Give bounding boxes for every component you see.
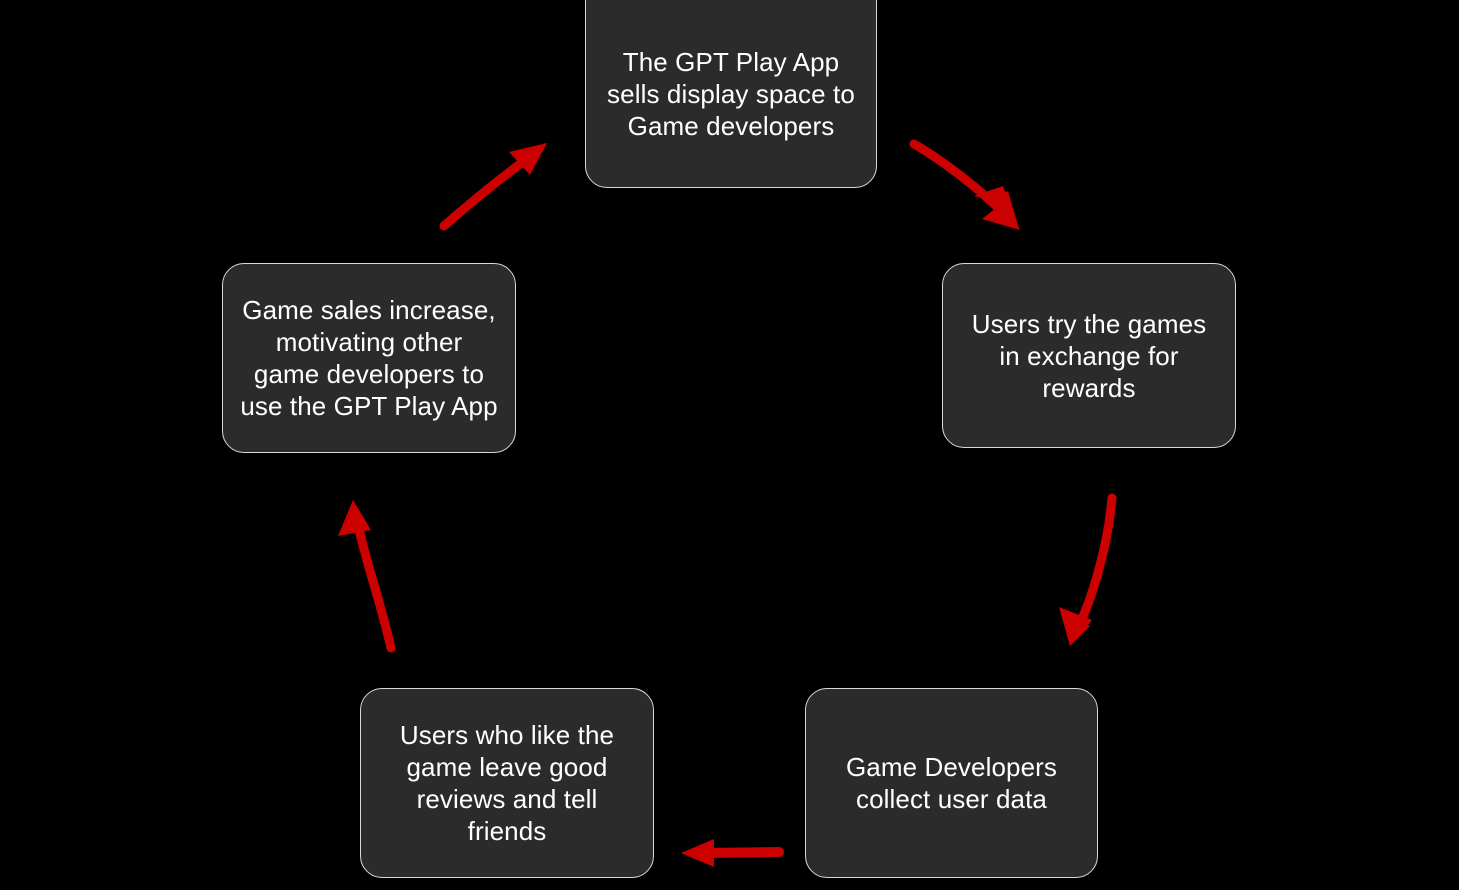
- arrow-left-to-top: [439, 143, 547, 231]
- node-label: Users try the games in exchange for rewa…: [971, 308, 1207, 403]
- node-label: The GPT Play App sells display space to …: [607, 47, 855, 141]
- arrow-bottomright-to-bottomleft: [681, 839, 784, 867]
- node-users-try-games[interactable]: Users try the games in exchange for rewa…: [942, 263, 1236, 448]
- node-label: Game sales increase, motivating other ga…: [240, 295, 498, 421]
- node-gpt-play-app-sells-display-space[interactable]: The GPT Play App sells display space to …: [585, 0, 877, 188]
- node-users-leave-reviews[interactable]: Users who like the game leave good revie…: [360, 688, 654, 878]
- arrow-right-to-bottomright: [1059, 493, 1117, 646]
- node-game-sales-increase[interactable]: Game sales increase, motivating other ga…: [222, 263, 516, 453]
- node-label: Users who like the game leave good revie…: [399, 720, 615, 846]
- arrow-top-to-right: [909, 139, 1020, 230]
- arrow-bottomleft-to-left: [338, 500, 396, 653]
- node-game-developers-collect-user-data[interactable]: Game Developers collect user data: [805, 688, 1098, 878]
- node-label: Game Developers collect user data: [845, 752, 1058, 814]
